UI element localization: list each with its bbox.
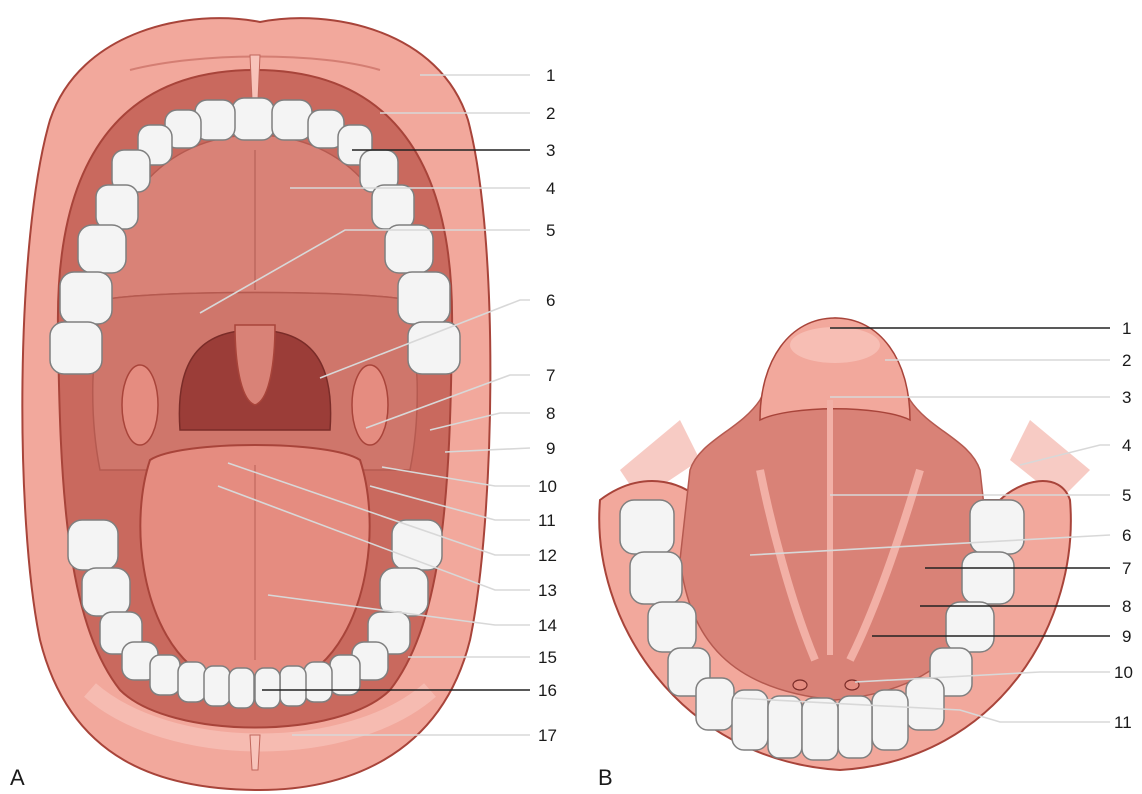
tooth bbox=[696, 678, 734, 730]
tooth bbox=[872, 690, 908, 750]
label-a-17: 17 bbox=[538, 726, 557, 745]
panel-a-labels: 1 2 3 4 5 6 7 8 9 10 11 12 13 14 15 16 1… bbox=[538, 66, 557, 745]
tooth bbox=[802, 698, 838, 760]
tooth bbox=[630, 552, 682, 604]
tooth bbox=[82, 568, 130, 616]
label-a-9: 9 bbox=[546, 439, 555, 458]
panel-b-labels: 1 2 3 4 5 6 7 8 9 10 11 bbox=[1114, 319, 1133, 732]
tooth bbox=[385, 225, 433, 273]
label-a-5: 5 bbox=[546, 221, 555, 240]
label-a-2: 2 bbox=[546, 104, 555, 123]
label-b-3: 3 bbox=[1122, 388, 1131, 407]
tooth bbox=[768, 696, 802, 758]
panel-b-illustration bbox=[599, 318, 1090, 770]
label-b-7: 7 bbox=[1122, 559, 1131, 578]
tooth bbox=[398, 272, 450, 324]
tooth bbox=[906, 678, 944, 730]
label-a-1: 1 bbox=[546, 66, 555, 85]
tooth bbox=[970, 500, 1024, 554]
tooth bbox=[648, 602, 696, 652]
label-a-7: 7 bbox=[546, 366, 555, 385]
panel-a-illustration bbox=[22, 18, 490, 790]
label-b-10: 10 bbox=[1114, 663, 1133, 682]
label-a-4: 4 bbox=[546, 179, 555, 198]
tooth bbox=[229, 668, 254, 708]
label-b-4: 4 bbox=[1122, 436, 1131, 455]
tooth bbox=[280, 666, 306, 706]
tooth bbox=[372, 185, 414, 229]
label-b-11: 11 bbox=[1114, 713, 1132, 732]
label-a-15: 15 bbox=[538, 648, 557, 667]
label-b-9: 9 bbox=[1122, 627, 1131, 646]
tooth bbox=[232, 98, 274, 140]
tooth bbox=[50, 322, 102, 374]
tooth bbox=[68, 520, 118, 570]
label-a-13: 13 bbox=[538, 581, 557, 600]
tooth bbox=[380, 568, 428, 616]
label-a-12: 12 bbox=[538, 546, 557, 565]
tooth bbox=[330, 655, 360, 695]
tooth bbox=[255, 668, 280, 708]
label-b-6: 6 bbox=[1122, 526, 1131, 545]
sublingual-caruncle-left bbox=[793, 680, 807, 690]
panel-a-letter: A bbox=[10, 765, 25, 790]
lower-frenulum bbox=[250, 735, 260, 770]
tooth bbox=[272, 100, 312, 140]
label-a-8: 8 bbox=[546, 404, 555, 423]
tooth bbox=[96, 185, 138, 229]
tooth bbox=[204, 666, 230, 706]
tooth bbox=[620, 500, 674, 554]
tooth bbox=[150, 655, 180, 695]
tooth bbox=[304, 662, 332, 702]
tooth bbox=[962, 552, 1014, 604]
label-a-11: 11 bbox=[538, 511, 556, 530]
label-a-3: 3 bbox=[546, 141, 555, 160]
label-a-6: 6 bbox=[546, 291, 555, 310]
tooth bbox=[946, 602, 994, 652]
tooth bbox=[178, 662, 206, 702]
tongue-tip-highlight bbox=[790, 327, 880, 363]
label-a-16: 16 bbox=[538, 681, 557, 700]
tooth bbox=[78, 225, 126, 273]
panel-b-letter: B bbox=[598, 765, 613, 790]
upper-frenulum bbox=[250, 55, 260, 100]
label-b-2: 2 bbox=[1122, 351, 1131, 370]
label-b-5: 5 bbox=[1122, 486, 1131, 505]
label-a-10: 10 bbox=[538, 477, 557, 496]
label-b-8: 8 bbox=[1122, 597, 1131, 616]
tonsil-left bbox=[122, 365, 158, 445]
tooth bbox=[408, 322, 460, 374]
label-a-14: 14 bbox=[538, 616, 557, 635]
tooth bbox=[60, 272, 112, 324]
label-b-1: 1 bbox=[1122, 319, 1131, 338]
tonsil-right bbox=[352, 365, 388, 445]
